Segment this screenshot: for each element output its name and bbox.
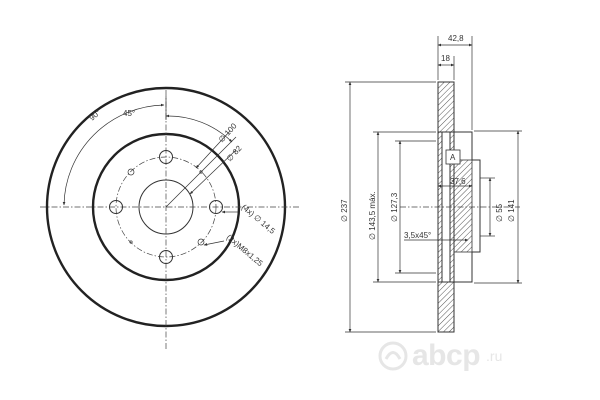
hat-profile <box>454 131 481 283</box>
disc-plate-outer-top <box>437 81 455 133</box>
flange-diameter-label: ∅ 141 <box>507 199 516 222</box>
threaded-hole <box>199 170 203 174</box>
threaded-holes-label: (2x)M8x1,25 <box>225 233 265 269</box>
angle-ref-line <box>165 136 237 208</box>
brand-name: abcp <box>412 339 481 372</box>
angle-45-label: 45° <box>123 109 135 118</box>
total-height-label: 42,8 <box>448 34 464 43</box>
hat-depth-label: 37,6 <box>450 177 466 186</box>
hub-diameter-label: ∅ 127,3 <box>390 192 399 222</box>
hub-flange <box>453 159 473 253</box>
front-view: 90° 45° ∅ 100 ∅ 82 (4x) ∅ 14,5 (2x)M8x1,… <box>40 86 300 350</box>
friction-diameter-label: ∅ 143,5 máx. <box>368 191 377 240</box>
bolt-holes-label: (4x) ∅ 14,5 <box>240 203 277 236</box>
outer-diameter-label: ∅ 237 <box>340 199 349 222</box>
threaded-hole <box>197 238 205 246</box>
bolt-hole <box>159 250 173 264</box>
datum-label: A <box>450 153 456 162</box>
center-bore-label: ∅ 82 <box>225 143 244 163</box>
brand-watermark: abcp .ru <box>378 338 502 374</box>
pcd-leader <box>195 130 231 169</box>
brand-logo-icon <box>378 341 408 371</box>
datum-box <box>445 149 461 165</box>
thread-leader <box>203 240 225 246</box>
bore-leader <box>189 149 237 195</box>
threaded-hole <box>127 168 135 176</box>
chamfer-label: 3,5x45° <box>404 231 431 240</box>
angle-90-label: 90° <box>88 108 103 123</box>
bolt-hole <box>209 200 223 214</box>
threaded-hole <box>129 240 133 244</box>
bore-diameter-label: ∅ 55 <box>495 203 504 222</box>
disc-thickness-label: 18 <box>441 54 450 63</box>
angle-arc-90 <box>62 103 165 206</box>
pcd-label: ∅ 100 <box>217 121 239 144</box>
brand-domain: .ru <box>486 348 503 364</box>
side-view: 42,8 18 ∅ 237 ∅ 143,5 máx. ∅ 127,3 A 37,… <box>340 34 522 333</box>
angle-arc-45 <box>165 114 233 143</box>
disc-plate-outer-bottom <box>437 281 455 333</box>
